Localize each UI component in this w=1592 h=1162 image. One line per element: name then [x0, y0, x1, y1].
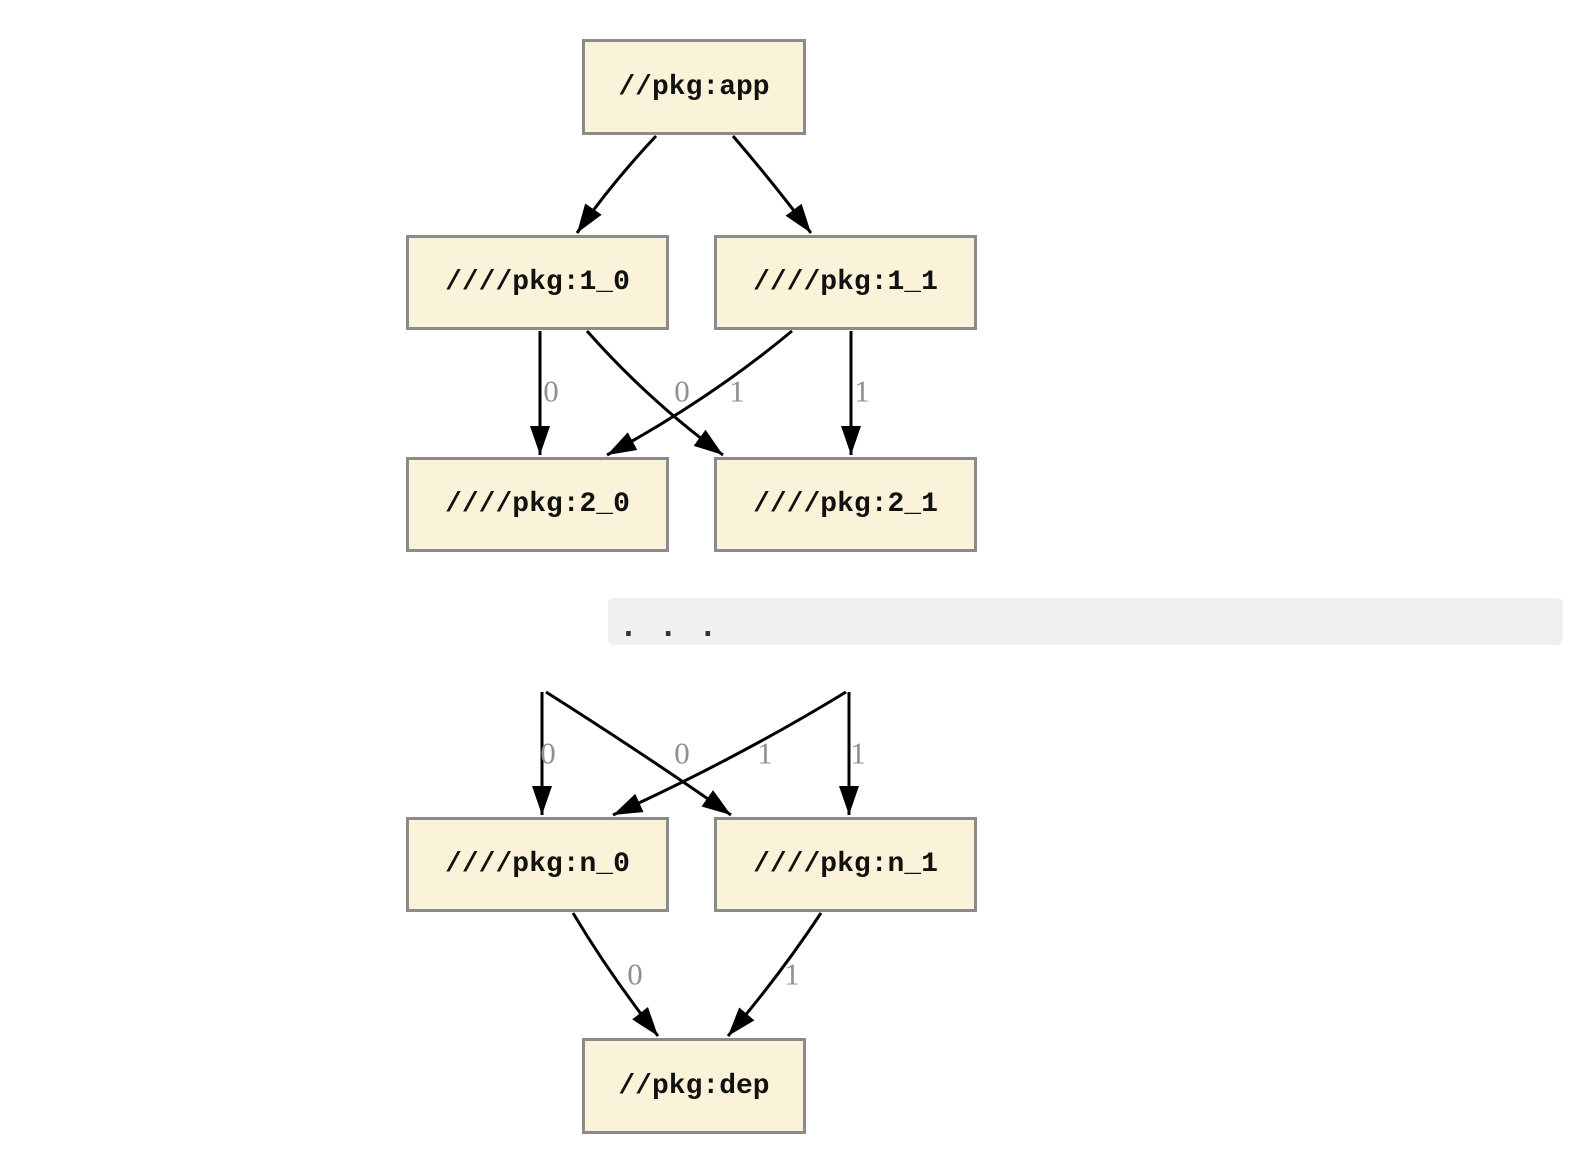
edge-label-1_0-to-2_0: 0	[543, 373, 559, 409]
edge-n_1-to-dep	[726, 912, 823, 1037]
edge-label-mid-cross-to-n_1: 1	[757, 735, 773, 771]
edge-label-n_1-to-dep: 1	[784, 956, 800, 992]
edge-label-1_1-to-2_1: 1	[854, 373, 870, 409]
node-pkg-n_1-label: ////pkg:n_1	[753, 849, 938, 880]
node-pkg-dep: //pkg:dep	[582, 1038, 806, 1134]
node-pkg-1_1-label: ////pkg:1_1	[753, 267, 938, 298]
edge-mid-cross-to-n_0	[612, 690, 847, 817]
edge-1_1-to-2_0	[606, 329, 793, 457]
node-pkg-2_0-label: ////pkg:2_0	[445, 489, 630, 520]
edge-label-1_0-to-2_1: 1	[729, 373, 745, 409]
node-pkg-n_0: ////pkg:n_0	[406, 817, 669, 912]
edge-label-mid-to-n_1: 1	[850, 735, 866, 771]
edge-app-to-1_1	[731, 135, 813, 234]
node-pkg-1_0-label: ////pkg:1_0	[445, 267, 630, 298]
node-pkg-app: //pkg:app	[582, 39, 806, 135]
ellipsis-dots: . . .	[620, 610, 720, 643]
node-pkg-2_0: ////pkg:2_0	[406, 457, 669, 552]
ellipsis-bar: . . .	[608, 598, 1563, 645]
node-pkg-1_1: ////pkg:1_1	[714, 235, 977, 330]
node-pkg-1_0: ////pkg:1_0	[406, 235, 669, 330]
node-pkg-dep-label: //pkg:dep	[618, 1070, 770, 1102]
edge-1_0-to-2_1	[585, 330, 724, 457]
node-pkg-n_1: ////pkg:n_1	[714, 817, 977, 912]
edge-label-n_0-to-dep: 0	[627, 956, 643, 992]
node-pkg-n_0-label: ////pkg:n_0	[445, 849, 630, 880]
edge-n_0-to-dep	[571, 912, 660, 1037]
node-pkg-2_1-label: ////pkg:2_1	[753, 489, 938, 520]
edge-label-mid-to-n_0: 0	[540, 735, 556, 771]
node-pkg-2_1: ////pkg:2_1	[714, 457, 977, 552]
edge-label-mid-cross-to-n_0: 0	[674, 735, 690, 771]
edge-label-1_1-to-2_0: 0	[674, 373, 690, 409]
edge-app-to-1_0	[575, 134, 658, 234]
node-pkg-app-label: //pkg:app	[618, 71, 770, 103]
edge-mid-cross-to-n_1	[545, 690, 732, 817]
